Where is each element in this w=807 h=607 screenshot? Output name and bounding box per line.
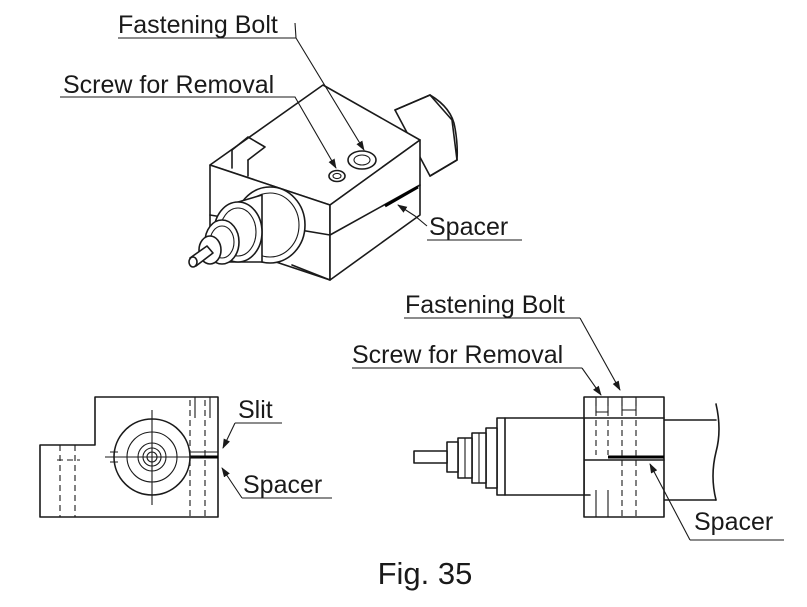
top-spacer-label: Spacer xyxy=(429,213,508,241)
removal-screw-hole xyxy=(328,169,346,183)
top-screw-for-removal-label: Screw for Removal xyxy=(63,71,274,99)
left-spacer-label: Spacer xyxy=(243,471,322,499)
background-shaft xyxy=(394,94,459,177)
left-slit-label: Slit xyxy=(238,396,273,424)
spindle-assembly xyxy=(188,186,306,268)
figure-caption: Fig. 35 xyxy=(378,556,473,591)
top-spacer-mark xyxy=(384,185,419,208)
right-fastening-bolt-label: Fastening Bolt xyxy=(405,291,565,319)
isometric-view xyxy=(60,22,522,281)
right-spacer-label: Spacer xyxy=(694,508,773,536)
side-view xyxy=(352,317,784,541)
right-screw-for-removal-label: Screw for Removal xyxy=(352,341,563,369)
top-fastening-bolt-label: Fastening Bolt xyxy=(118,11,278,39)
fastening-bolt-hole xyxy=(347,150,377,170)
front-view xyxy=(39,396,332,518)
